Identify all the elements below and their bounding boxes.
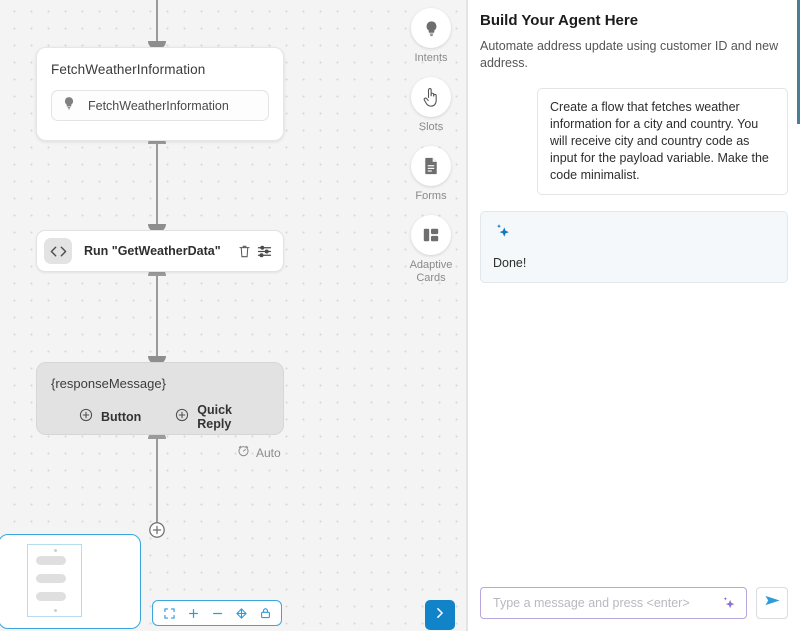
connector-top [156, 0, 158, 42]
auto-tag-label: Auto [256, 446, 281, 460]
plus-icon[interactable] [181, 602, 205, 624]
minimap-node [36, 592, 66, 601]
minimap-dot [54, 549, 57, 552]
panel-scrollbar[interactable] [797, 0, 800, 124]
code-node[interactable]: Run "GetWeatherData" [36, 230, 284, 272]
intent-node-item-label: FetchWeatherInformation [88, 98, 229, 113]
add-button-label: Button [101, 410, 142, 424]
chat-composer [468, 574, 800, 631]
agent-builder-panel: Build Your Agent Here Automate address u… [468, 0, 800, 631]
adaptive-cards-icon [411, 215, 451, 255]
node-anchor-intent-top [148, 41, 166, 49]
chat-message-assistant: Done! [480, 211, 788, 283]
panel-subtitle: Automate address update using customer I… [480, 39, 779, 70]
palette-item-forms[interactable]: Forms [404, 146, 458, 203]
minimap-dot [54, 609, 57, 612]
chat-input[interactable] [491, 594, 716, 611]
auto-tag: Auto [237, 444, 281, 462]
sparkle-icon [493, 224, 513, 246]
response-node[interactable]: {responseMessage} Button [36, 362, 284, 435]
minimap-node [36, 574, 66, 583]
timer-icon [237, 444, 250, 462]
collapse-panel-button[interactable] [425, 600, 455, 630]
lightbulb-icon [411, 8, 451, 48]
page-title: Build Your Agent Here [480, 12, 639, 29]
send-paper-plane-icon [764, 592, 781, 614]
connector-intent-to-code [156, 141, 158, 230]
panel-header: Build Your Agent Here Automate address u… [468, 0, 800, 72]
intent-node-item[interactable]: FetchWeatherInformation [51, 90, 269, 121]
chevron-right-icon [433, 606, 447, 625]
send-button[interactable] [756, 586, 788, 619]
connector-code-to-response [156, 272, 158, 362]
document-icon [411, 146, 451, 186]
lightbulb-icon [62, 96, 76, 115]
plus-circle-icon [79, 408, 93, 427]
sliders-icon[interactable] [254, 241, 274, 261]
palette-item-adaptive-cards[interactable]: Adaptive Cards [404, 215, 458, 285]
add-button-action[interactable]: Button [79, 403, 141, 431]
add-quick-reply-action[interactable]: Quick Reply [175, 403, 269, 431]
move-icon[interactable] [229, 602, 253, 624]
minimap[interactable] [0, 534, 141, 629]
node-anchor-response-bottom [148, 431, 166, 439]
panel-divider[interactable] [466, 0, 468, 631]
palette-item-forms-label: Forms [415, 190, 447, 202]
chat-message-list: Create a flow that fetches weather infor… [468, 74, 800, 574]
minimap-viewport [27, 544, 82, 617]
intent-node-title: FetchWeatherInformation [51, 62, 206, 77]
palette-item-slots-label: Slots [418, 121, 444, 133]
sparkle-icon[interactable] [720, 595, 738, 618]
trash-icon[interactable] [234, 241, 254, 261]
node-anchor-code-bottom [148, 268, 166, 276]
plus-circle-icon [175, 408, 189, 427]
canvas-toolbar[interactable] [152, 600, 282, 626]
chat-input-wrapper[interactable] [480, 586, 747, 619]
flow-canvas[interactable]: FetchWeatherInformation FetchWeatherInfo… [0, 0, 467, 631]
node-anchor-code-top [148, 224, 166, 232]
node-anchor-response-top [148, 356, 166, 364]
palette-item-adaptive-cards-label: Adaptive Cards [409, 259, 453, 284]
code-node-label: Run "GetWeatherData" [84, 244, 221, 258]
response-message: {responseMessage} [51, 376, 166, 391]
palette-item-intents[interactable]: Intents [404, 8, 458, 65]
connector-response-to-add [156, 435, 158, 525]
minimap-node [36, 556, 66, 565]
palette-item-slots[interactable]: Slots [404, 77, 458, 134]
palette-item-intents-label: Intents [414, 52, 448, 64]
chat-message-user: Create a flow that fetches weather infor… [537, 88, 788, 195]
intent-node[interactable]: FetchWeatherInformation FetchWeatherInfo… [36, 47, 284, 141]
hand-pointer-icon [411, 77, 451, 117]
fit-screen-icon[interactable] [157, 602, 181, 624]
code-brackets-icon [44, 238, 72, 264]
chat-message-assistant-text: Done! [493, 256, 527, 270]
lock-icon[interactable] [253, 602, 277, 624]
minus-icon[interactable] [205, 602, 229, 624]
add-quick-reply-label: Quick Reply [197, 403, 233, 431]
add-node-button[interactable] [148, 521, 166, 539]
node-palette[interactable]: Intents Slots [404, 8, 458, 285]
